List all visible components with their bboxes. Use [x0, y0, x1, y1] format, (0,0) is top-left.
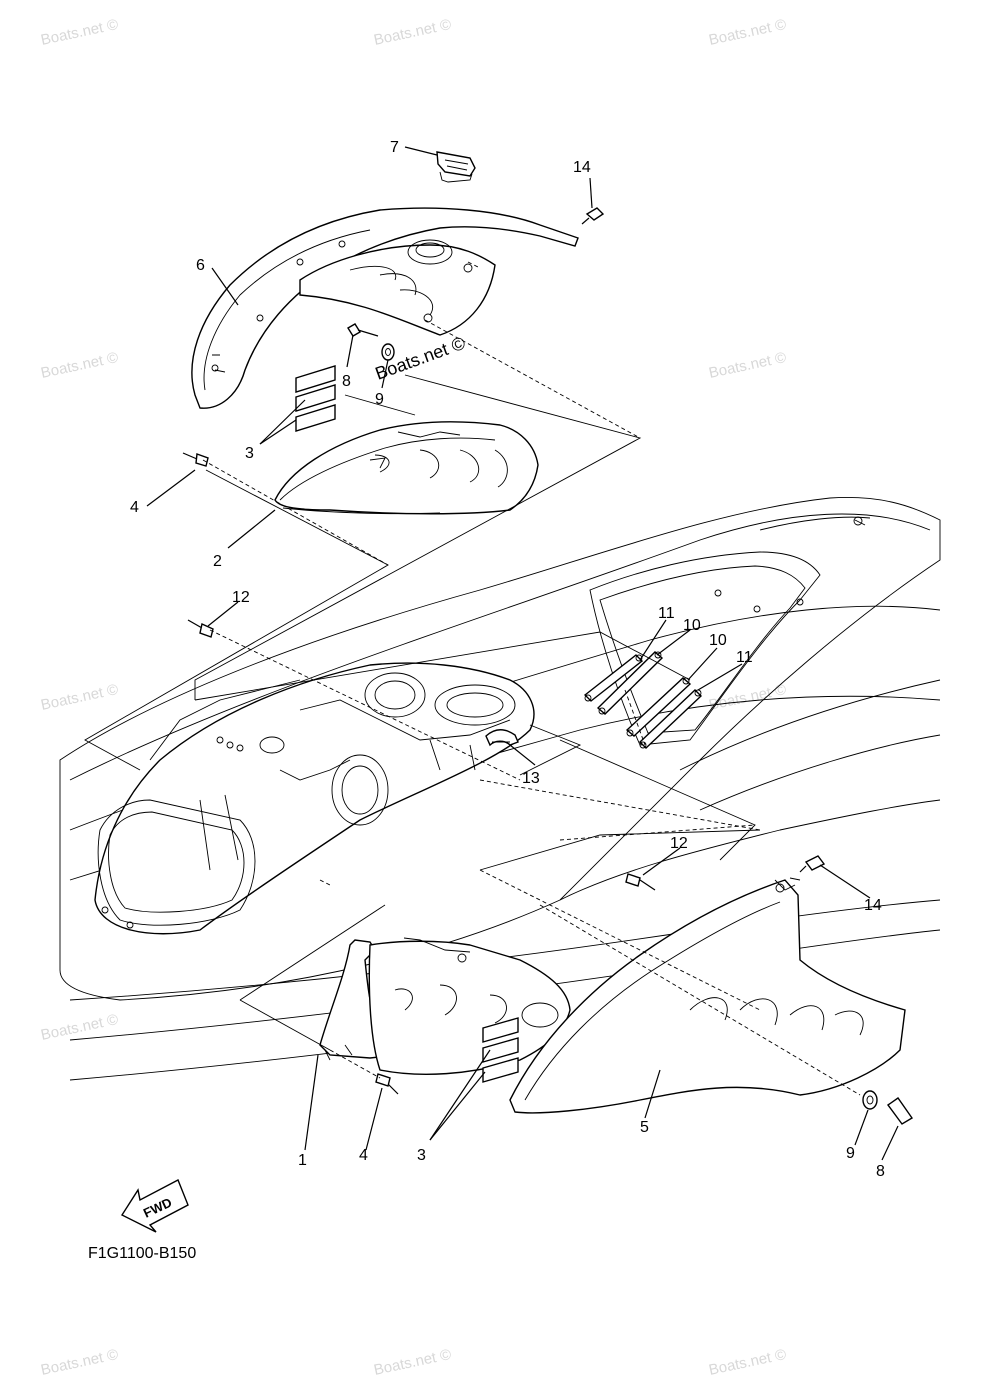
callout-1: 1: [298, 1152, 307, 1169]
callout-9: 9: [846, 1145, 855, 1162]
diagram-code: F1G1100-B150: [88, 1245, 196, 1262]
callout-8: 8: [342, 373, 351, 390]
callout-4: 4: [130, 499, 139, 516]
fwd-arrow-icon: FWD: [120, 1179, 189, 1233]
part-6-top-cover: [191, 207, 579, 409]
callout-8: 8: [876, 1163, 885, 1180]
callout-6: 6: [196, 257, 205, 274]
part-5-side-cover: [509, 879, 906, 1114]
fasteners: [182, 207, 914, 1125]
part-10-11-stays: [583, 651, 703, 749]
part-2-middle-cover: [274, 421, 539, 515]
deck-assembly: [94, 662, 535, 935]
watermark: Boats.net ©: [39, 1346, 119, 1379]
part-1-side-cover: [319, 937, 571, 1075]
callout-3: 3: [417, 1147, 426, 1164]
watermark: Boats.net ©: [39, 681, 119, 714]
assembly-boundaries: [84, 374, 801, 1051]
reference-lines: [202, 261, 861, 1096]
callout-labels: 7 14 6 8 9 3 4 2 12 11 10 10 11 13 12 14…: [130, 139, 885, 1180]
callout-12: 12: [670, 835, 688, 852]
callout-11: 11: [658, 605, 675, 622]
callout-4: 4: [359, 1147, 368, 1164]
callout-10: 10: [683, 617, 701, 634]
callout-10: 10: [709, 632, 727, 649]
callout-5: 5: [640, 1119, 649, 1136]
part-13-clip: [485, 729, 519, 747]
callout-12: 12: [232, 589, 250, 606]
watermark: Boats.net ©: [707, 1346, 787, 1379]
callout-13: 13: [522, 770, 540, 787]
watermark: Boats.net ©: [39, 16, 119, 49]
callout-2: 2: [213, 553, 222, 570]
watermark: Boats.net ©: [372, 1346, 452, 1379]
callout-14: 14: [573, 159, 591, 176]
part-7-handle: [436, 151, 476, 183]
part-3-spacers-bottom: [482, 1017, 519, 1083]
callout-7: 7: [390, 139, 399, 156]
callout-3: 3: [245, 445, 254, 462]
callout-14: 14: [864, 897, 882, 914]
watermark: Boats.net ©: [372, 16, 452, 49]
leader-lines: [146, 146, 899, 1161]
watermark: Boats.net ©: [39, 349, 119, 382]
callout-9: 9: [375, 391, 384, 408]
part-3-spacers-top: [295, 365, 336, 432]
watermark: Boats.net ©: [707, 349, 787, 382]
callout-11: 11: [736, 649, 753, 666]
watermark: Boats.net ©: [707, 16, 787, 49]
